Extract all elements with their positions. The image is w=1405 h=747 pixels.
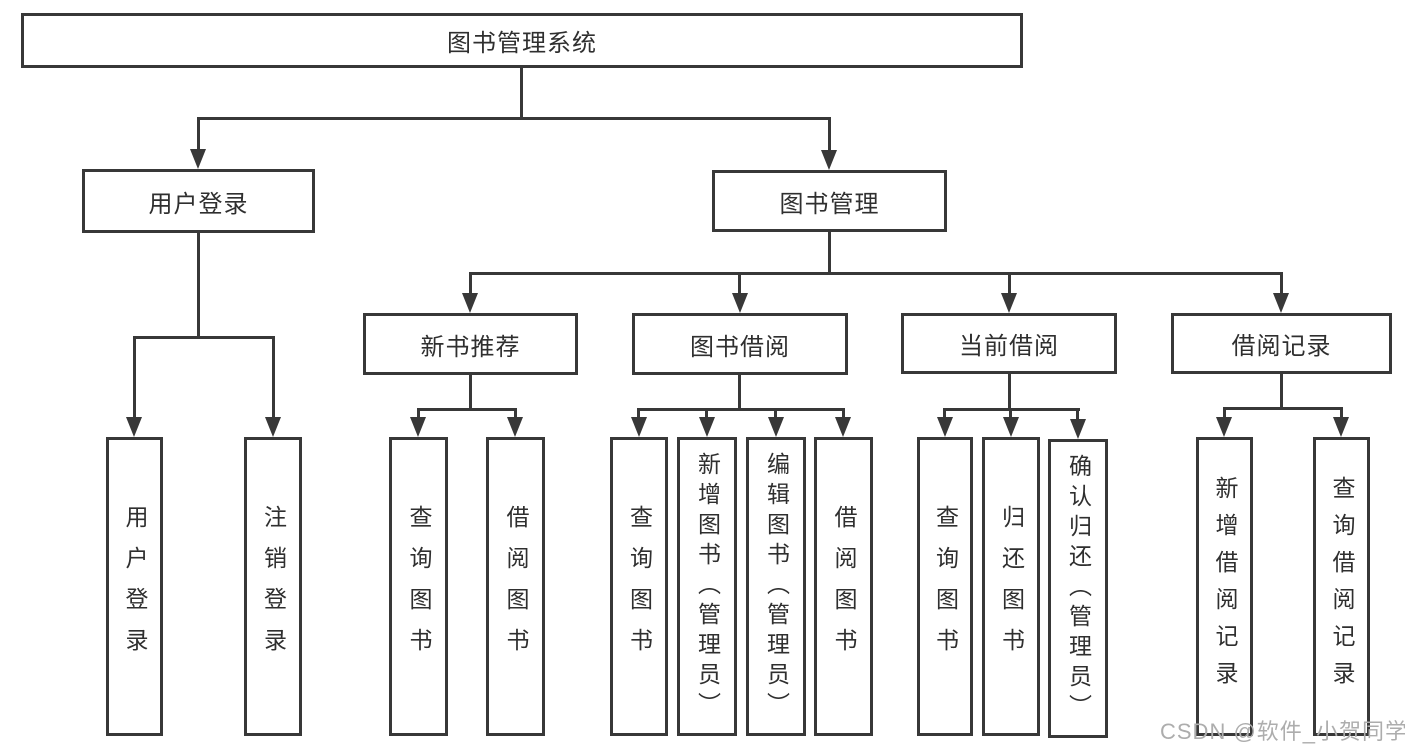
node-borrow-record: 借阅记录 xyxy=(1171,313,1392,374)
arrow-down-icon xyxy=(410,417,426,437)
leaf-user-login-label: 用户登录 xyxy=(122,504,148,669)
connector-line xyxy=(520,68,523,118)
arrow-down-icon xyxy=(835,417,851,437)
leaf-logout: 注销登录 xyxy=(244,437,302,736)
leaf-user-login: 用户登录 xyxy=(106,437,163,736)
arrow-down-icon xyxy=(462,293,478,313)
arrow-down-icon xyxy=(1216,417,1232,437)
connector-line xyxy=(637,408,640,417)
connector-line xyxy=(133,336,275,339)
node-root: 图书管理系统 xyxy=(21,13,1023,68)
arrow-down-icon xyxy=(1070,419,1086,439)
connector-line xyxy=(738,272,741,293)
node-new-book-recommend: 新书推荐 xyxy=(363,313,578,375)
node-book-borrow-label: 图书借阅 xyxy=(690,333,790,361)
leaf-return-book-label: 归还图书 xyxy=(998,504,1025,669)
leaf-query-book-current: 查询图书 xyxy=(917,437,973,736)
leaf-edit-book-admin: 编辑图书（管理员） xyxy=(746,437,806,736)
connector-line xyxy=(1280,272,1283,293)
leaf-borrow-book-recommend: 借阅图书 xyxy=(486,437,545,736)
leaf-query-borrow-record: 查询借阅记录 xyxy=(1313,437,1370,736)
connector-line xyxy=(705,408,708,417)
node-book-management-label: 图书管理 xyxy=(779,190,880,218)
connector-line xyxy=(828,232,831,272)
leaf-borrow-book: 借阅图书 xyxy=(814,437,873,736)
node-root-label: 图书管理系统 xyxy=(447,30,597,57)
node-user-login-label: 用户登录 xyxy=(148,190,249,218)
leaf-query-book-recommend: 查询图书 xyxy=(389,437,448,736)
connector-line xyxy=(943,408,946,417)
node-current-borrow: 当前借阅 xyxy=(901,313,1117,374)
leaf-logout-label: 注销登录 xyxy=(260,504,287,669)
leaf-query-book-borrow-label: 查询图书 xyxy=(626,504,653,669)
arrow-down-icon xyxy=(265,417,281,437)
leaf-add-book-admin: 新增图书（管理员） xyxy=(677,437,737,736)
connector-line xyxy=(842,408,845,417)
connector-line xyxy=(197,117,200,151)
connector-line xyxy=(1008,272,1011,293)
leaf-query-book-recommend-label: 查询图书 xyxy=(406,504,432,669)
arrow-down-icon xyxy=(821,150,837,170)
connector-line xyxy=(272,336,275,417)
leaf-borrow-book-label: 借阅图书 xyxy=(831,504,857,669)
connector-line xyxy=(738,375,741,408)
connector-line xyxy=(469,375,472,408)
connector-line xyxy=(197,233,200,336)
arrow-down-icon xyxy=(699,417,715,437)
connector-line xyxy=(774,408,777,417)
connector-line xyxy=(1340,407,1343,417)
node-borrow-record-label: 借阅记录 xyxy=(1231,333,1332,360)
leaf-add-borrow-record-label: 新增借阅记录 xyxy=(1212,475,1238,698)
connector-line xyxy=(197,117,831,120)
connector-line xyxy=(1009,408,1012,417)
connector-line xyxy=(469,272,472,293)
arrow-down-icon xyxy=(1273,293,1289,313)
leaf-confirm-return-admin: 确认归还（管理员） xyxy=(1048,439,1108,738)
connector-line xyxy=(133,336,136,417)
leaf-confirm-return-admin-label: 确认归还（管理员） xyxy=(1065,453,1092,724)
node-book-borrow: 图书借阅 xyxy=(632,313,848,375)
watermark: CSDN @软件_小贺同学 xyxy=(1160,719,1405,744)
leaf-add-book-admin-label: 新增图书（管理员） xyxy=(694,451,721,722)
leaf-borrow-book-recommend-label: 借阅图书 xyxy=(503,504,529,669)
arrow-down-icon xyxy=(1003,417,1019,437)
leaf-query-book-current-label: 查询图书 xyxy=(932,504,959,669)
arrow-down-icon xyxy=(190,149,206,169)
arrow-down-icon xyxy=(1001,293,1017,313)
connector-line xyxy=(1223,407,1343,410)
connector-line xyxy=(1280,374,1283,407)
leaf-query-borrow-record-label: 查询借阅记录 xyxy=(1329,475,1355,698)
connector-line xyxy=(1008,374,1011,408)
arrow-down-icon xyxy=(732,293,748,313)
connector-line xyxy=(1223,407,1226,417)
connector-line xyxy=(1076,408,1079,419)
connector-line xyxy=(417,408,420,417)
arrow-down-icon xyxy=(937,417,953,437)
node-current-borrow-label: 当前借阅 xyxy=(959,333,1059,360)
arrow-down-icon xyxy=(631,417,647,437)
arrow-down-icon xyxy=(1333,417,1349,437)
connector-line xyxy=(514,408,517,417)
leaf-query-book-borrow: 查询图书 xyxy=(610,437,668,736)
connector-line xyxy=(637,408,845,411)
leaf-return-book: 归还图书 xyxy=(982,437,1040,736)
connector-line xyxy=(470,272,1283,275)
node-new-book-recommend-label: 新书推荐 xyxy=(420,333,521,361)
leaf-edit-book-admin-label: 编辑图书（管理员） xyxy=(763,451,790,722)
arrow-down-icon xyxy=(768,417,784,437)
arrow-down-icon xyxy=(126,417,142,437)
connector-line xyxy=(417,408,517,411)
connector-line xyxy=(828,117,831,150)
node-book-management: 图书管理 xyxy=(712,170,947,232)
node-user-login: 用户登录 xyxy=(82,169,315,233)
leaf-add-borrow-record: 新增借阅记录 xyxy=(1196,437,1253,736)
arrow-down-icon xyxy=(507,417,523,437)
